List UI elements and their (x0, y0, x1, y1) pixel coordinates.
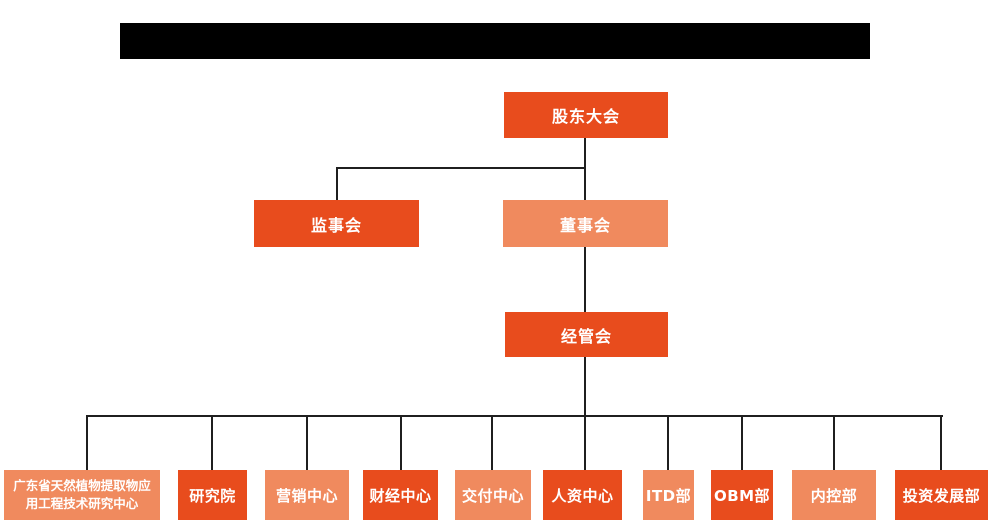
connector-line (584, 167, 586, 200)
org-node-label: 人资中心 (551, 486, 614, 505)
connector-line (833, 415, 835, 470)
org-node-management-committee: 经管会 (505, 312, 668, 357)
org-node-obm-department: OBM部 (711, 470, 773, 520)
connector-line (584, 138, 586, 168)
connector-line (86, 415, 88, 470)
org-node-label: 交付中心 (461, 486, 524, 505)
connector-line (940, 415, 942, 470)
connector-line (306, 415, 308, 470)
org-node-label: 董事会 (559, 215, 611, 235)
org-node-board-of-directors: 董事会 (503, 200, 668, 247)
org-node-label: 营销中心 (275, 486, 338, 505)
redacted-title-bar (120, 23, 870, 59)
org-node-label: 广东省天然植物提取物应用工程技术研究中心 (13, 477, 151, 511)
org-node-research-institute: 研究院 (178, 470, 247, 520)
connector-line (741, 415, 743, 470)
org-node-marketing-center: 营销中心 (265, 470, 349, 520)
org-node-label: 内控部 (810, 486, 858, 505)
org-node-label: OBM部 (713, 486, 771, 505)
org-node-supervisory-board: 监事会 (254, 200, 419, 247)
connector-line (584, 357, 586, 470)
connector-line (667, 415, 669, 470)
connector-line (584, 247, 586, 312)
connector-line (336, 167, 338, 200)
org-node-label: 监事会 (310, 215, 362, 235)
org-node-delivery-center: 交付中心 (455, 470, 531, 520)
org-node-label: ITD部 (645, 486, 692, 505)
org-node-investment-dev-dept: 投资发展部 (895, 470, 988, 520)
connector-line (400, 415, 402, 470)
org-node-itd-department: ITD部 (643, 470, 694, 520)
connector-line (211, 415, 213, 470)
org-node-finance-center: 财经中心 (363, 470, 438, 520)
org-node-shareholders-meeting: 股东大会 (504, 92, 668, 138)
org-node-label: 投资发展部 (902, 486, 981, 505)
connector-line (491, 415, 493, 470)
connector-line (336, 167, 586, 169)
connector-line (86, 415, 943, 417)
org-node-label: 研究院 (189, 486, 236, 505)
org-node-label: 财经中心 (369, 486, 432, 505)
org-node-internal-control-dept: 内控部 (792, 470, 876, 520)
org-node-hr-center: 人资中心 (543, 470, 622, 520)
org-node-label: 股东大会 (551, 107, 620, 126)
org-node-gd-research-center: 广东省天然植物提取物应用工程技术研究中心 (4, 470, 160, 520)
org-node-label: 经管会 (560, 326, 612, 346)
